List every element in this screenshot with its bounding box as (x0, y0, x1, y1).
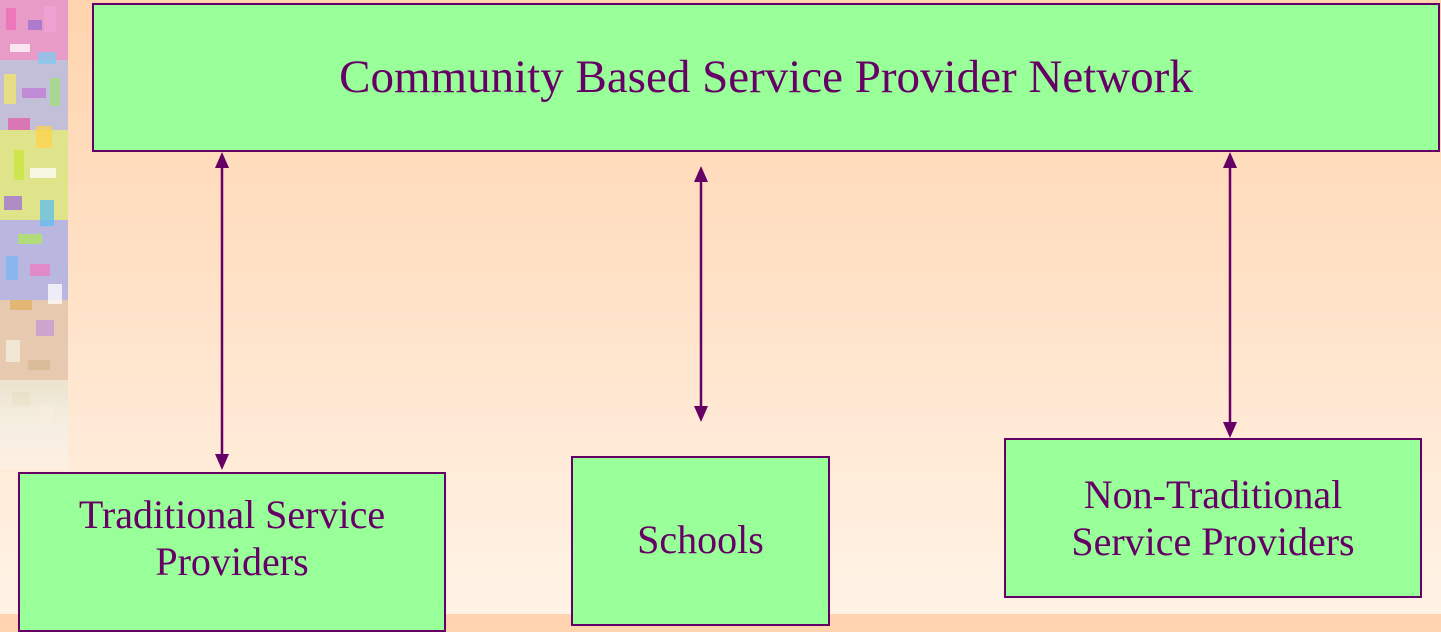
non-traditional-providers-node: Non-Traditional Service Providers (1004, 438, 1422, 598)
decorative-texture-strip (0, 0, 68, 470)
schools-node: Schools (571, 456, 830, 626)
connector-non-traditional (1223, 152, 1237, 438)
traditional-providers-label: Traditional Service Providers (78, 492, 386, 585)
non-traditional-providers-label: Non-Traditional Service Providers (1071, 471, 1355, 564)
connector-schools (694, 166, 708, 422)
connector-layer (215, 152, 1237, 470)
traditional-providers-node: Traditional Service Providers (18, 472, 446, 632)
community-network-label: Community Based Service Provider Network (339, 50, 1193, 103)
community-network-node: Community Based Service Provider Network (92, 3, 1440, 152)
connector-traditional (215, 152, 229, 470)
schools-label: Schools (637, 517, 764, 562)
texture-graphic (0, 0, 68, 470)
